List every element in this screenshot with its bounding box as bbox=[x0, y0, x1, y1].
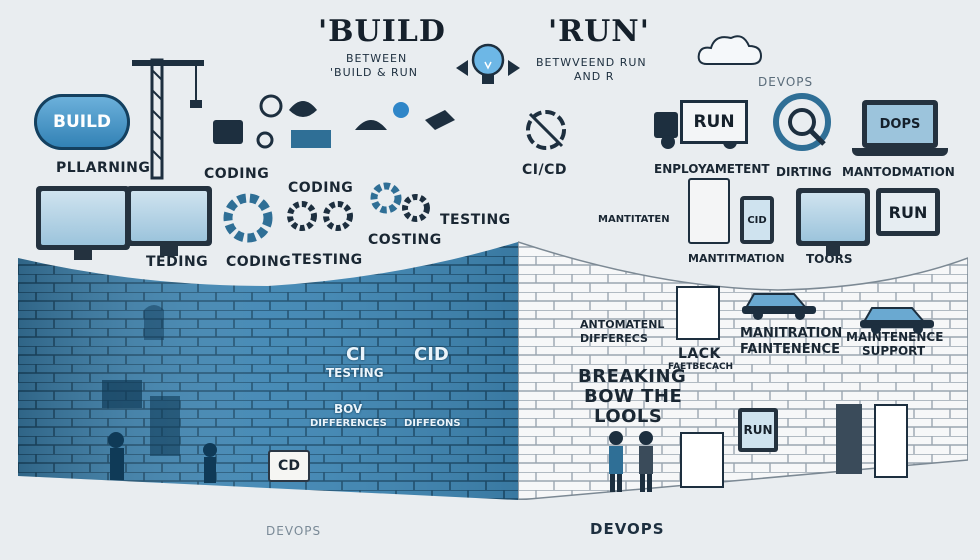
tools-doodles-icon bbox=[213, 94, 455, 149]
cid-tablet-label: CID bbox=[744, 200, 770, 240]
car-icon-2 bbox=[860, 307, 934, 334]
cabinet-icon bbox=[836, 404, 862, 474]
wall-differences-label: DIFFERENCES bbox=[310, 418, 387, 429]
lack-label: LACK bbox=[678, 346, 721, 362]
subtitle-left-2: 'BUILD & RUN bbox=[330, 66, 418, 79]
run-sign: RUN bbox=[738, 408, 778, 452]
dirting-label: DIRTING bbox=[776, 165, 832, 179]
mantitmation-label: MANTITMATION bbox=[688, 252, 785, 265]
run-truck-box: RUN bbox=[680, 100, 748, 144]
subtitle-right-2: AND R bbox=[574, 70, 615, 83]
toors-label: TOORS bbox=[806, 252, 853, 266]
faetbecach-label: FAETBECACH bbox=[668, 362, 734, 372]
manitration-label: MANITRATION bbox=[740, 326, 843, 341]
laptop-icon: DOPS bbox=[862, 100, 938, 148]
build-cloud: BUILD bbox=[34, 94, 130, 150]
clipboard-icon bbox=[688, 178, 730, 244]
breaking-label-1: BREAKING bbox=[578, 366, 687, 387]
monitor-icon-3 bbox=[796, 188, 870, 256]
mantitaten-label: MANTITATEN bbox=[598, 214, 670, 225]
magnifier-icon bbox=[773, 93, 831, 151]
wall-figures-left bbox=[102, 305, 217, 483]
wall-cid-label: CID bbox=[414, 344, 449, 365]
wall-ci-label: CI bbox=[346, 344, 366, 365]
gears-small-icon bbox=[370, 182, 430, 222]
laptop-base bbox=[852, 148, 948, 156]
support-label: SUPPORT bbox=[862, 344, 926, 358]
title-build: 'BUILD bbox=[318, 14, 446, 49]
differecs-label: DIFFERECS bbox=[580, 332, 648, 345]
subtitle-right-1: BETWVEEND RUN bbox=[536, 56, 647, 69]
costing-label: COSTING bbox=[368, 232, 442, 248]
faintenence-label: FAINTENENCE bbox=[740, 342, 840, 357]
run-monitor: RUN bbox=[876, 188, 940, 236]
mantomation-label: MANTODMATION bbox=[842, 165, 955, 179]
testing-label-2: TESTING bbox=[292, 252, 363, 268]
wall-testing-label: TESTING bbox=[326, 366, 384, 380]
testing-label: TESTING bbox=[440, 212, 511, 228]
cd-sign-label: CD bbox=[278, 458, 300, 474]
car-icon bbox=[742, 293, 816, 320]
people-icon bbox=[609, 431, 653, 492]
planning-label: PLLARNING bbox=[56, 160, 151, 176]
subtitle-left-1: BETWEEN bbox=[346, 52, 408, 65]
antomatenl-label: ANTOMATENL bbox=[580, 318, 665, 331]
tablet-icon: CID bbox=[740, 196, 774, 244]
teding-label: TEDING bbox=[146, 254, 209, 270]
enployment-label: ENPLOYAMETENT bbox=[654, 162, 770, 176]
cloud-icon bbox=[697, 35, 763, 65]
run-monitor-label: RUN bbox=[881, 193, 935, 231]
build-cloud-label: BUILD bbox=[52, 112, 112, 132]
breaking-label-2: BOW THE bbox=[584, 386, 683, 407]
coding-label-1: CODING bbox=[204, 166, 270, 182]
wall-bov-label: BOV bbox=[334, 402, 363, 416]
dops-label: DOPS bbox=[867, 105, 933, 143]
door-icon bbox=[874, 404, 908, 478]
devops-top-label: DEVOPS bbox=[758, 75, 814, 89]
monitor-icon-2 bbox=[126, 186, 212, 256]
devops-left-label: DEVOPS bbox=[266, 524, 322, 538]
document-icon bbox=[676, 286, 720, 340]
run-sign-label: RUN bbox=[742, 412, 774, 448]
crane-icon bbox=[132, 58, 204, 180]
cd-sign: CD bbox=[268, 450, 310, 482]
document-icon-2 bbox=[680, 432, 724, 488]
run-truck-label: RUN bbox=[693, 112, 735, 132]
devops-right-label: DEVOPS bbox=[590, 520, 665, 538]
build-brick-wall bbox=[18, 242, 518, 500]
gear-icon bbox=[223, 193, 353, 243]
monitor-icon bbox=[36, 186, 130, 260]
breaking-label-3: LOOLS bbox=[594, 406, 663, 427]
title-run: 'RUN' bbox=[548, 14, 650, 49]
lightbulb-icon bbox=[456, 43, 520, 84]
coding-label-3: CODING bbox=[226, 254, 292, 270]
cicd-label: CI/CD bbox=[522, 162, 567, 178]
cicd-loop-icon bbox=[526, 110, 566, 150]
wall-diffeons-label: DIFFEONS bbox=[404, 418, 461, 429]
coding-label-2: CODING bbox=[288, 180, 354, 196]
